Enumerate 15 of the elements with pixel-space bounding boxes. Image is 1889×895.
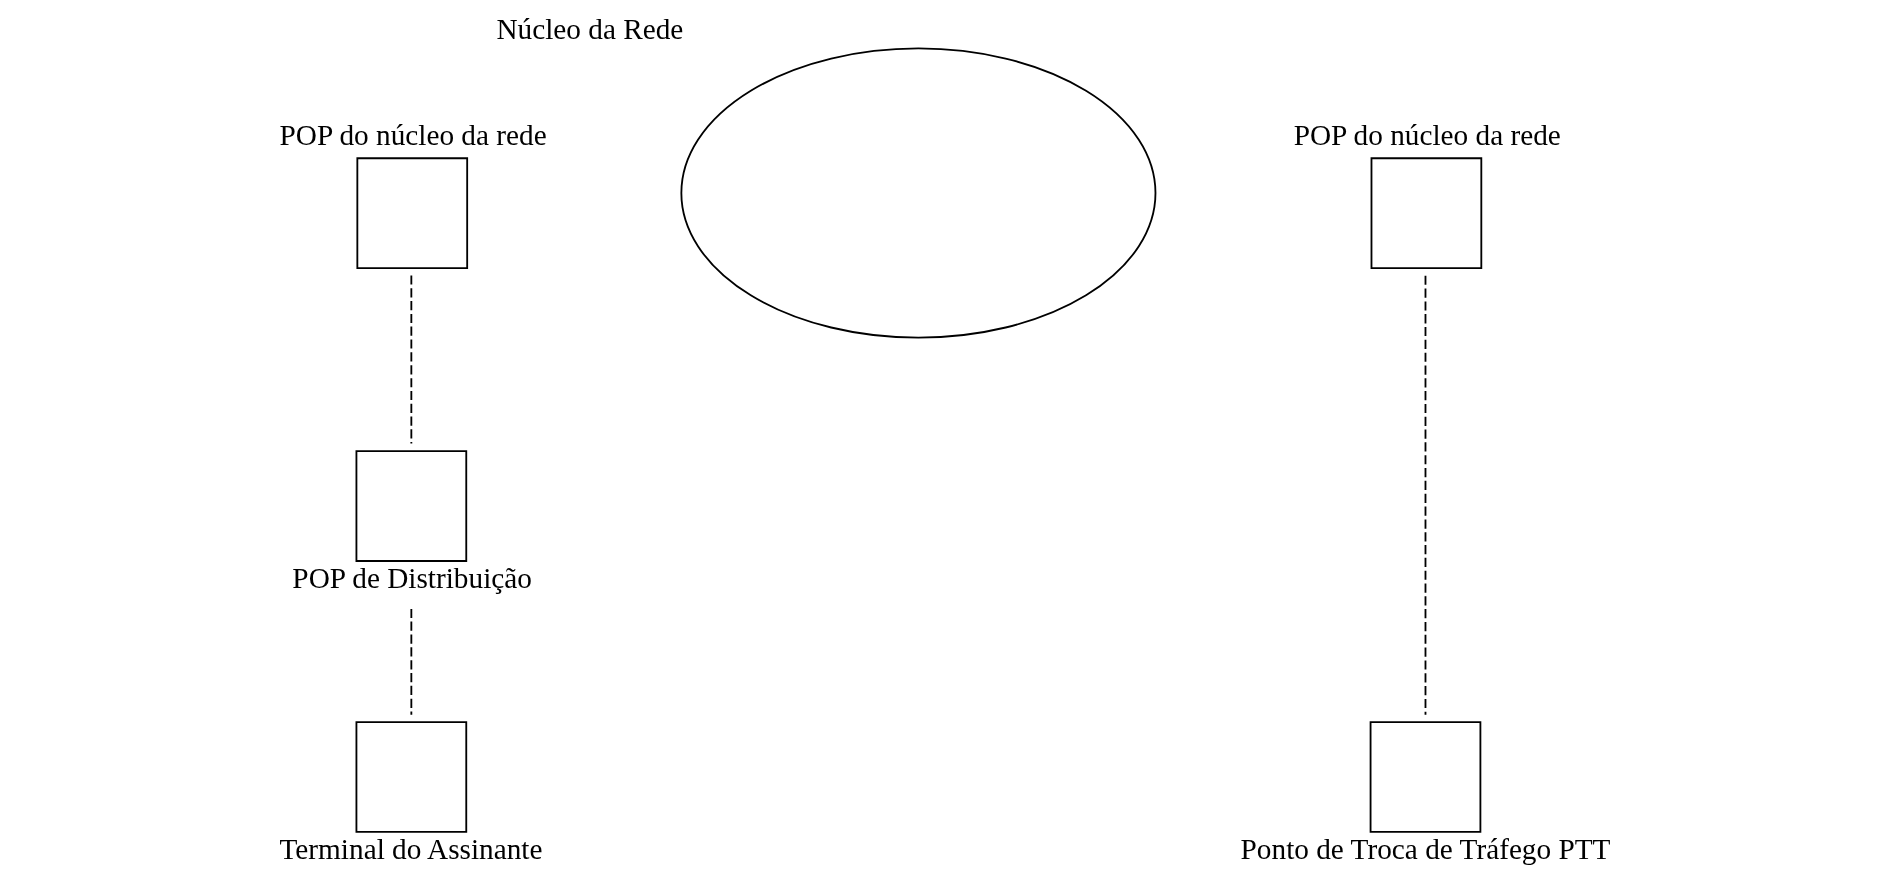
node-box [1370, 157, 1483, 269]
node-box [356, 157, 469, 269]
node-label: Ponto de Troca de Tráfego PTT [1240, 833, 1611, 866]
node-box [355, 721, 468, 833]
node-box [1369, 721, 1482, 833]
node-label: Núcleo da Rede [496, 12, 684, 45]
node-label: POP de Distribuição [292, 562, 532, 595]
node-label: POP do núcleo da rede [1293, 119, 1561, 152]
node-box [355, 450, 468, 562]
connector [1424, 274, 1427, 716]
connector [410, 274, 413, 445]
node-label: Terminal do Assinante [279, 833, 543, 866]
connector [410, 608, 413, 716]
node-label: POP do núcleo da rede [279, 119, 547, 152]
node-ellipse [680, 47, 1157, 339]
